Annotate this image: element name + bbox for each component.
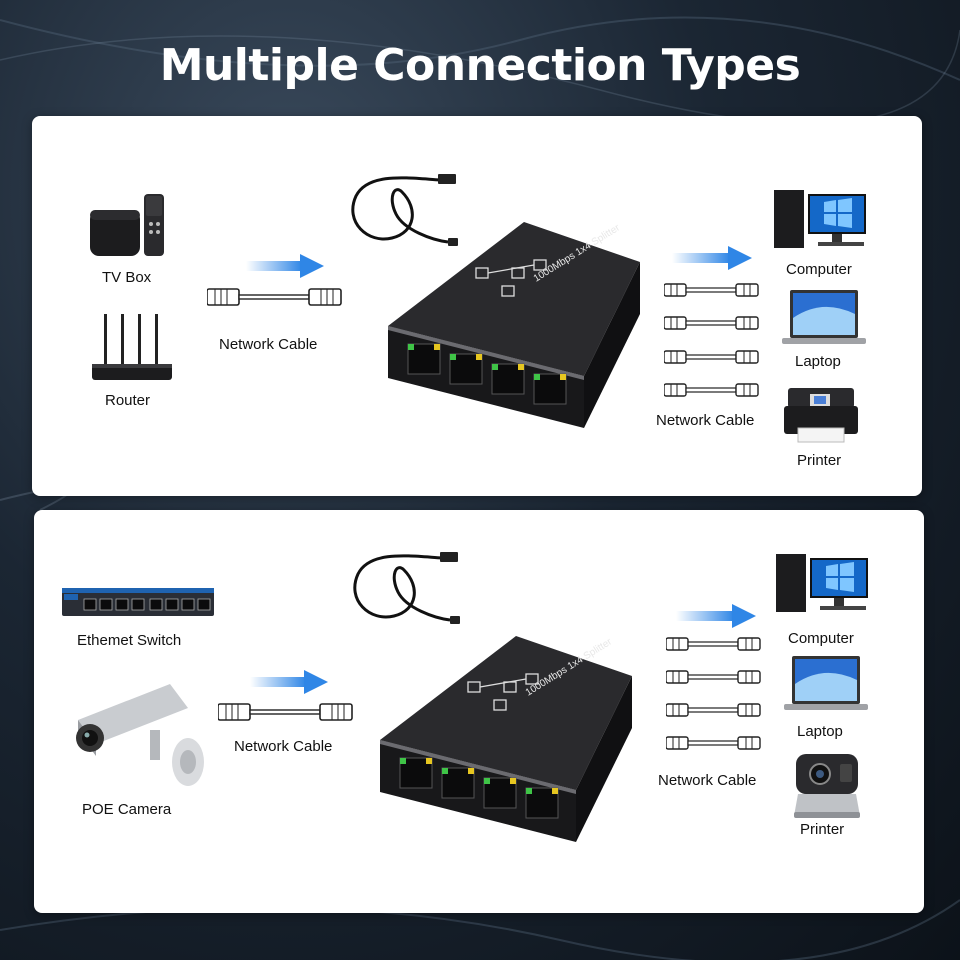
connection-panel-1: TV Box Router Network Cable bbox=[32, 116, 922, 496]
network-cable-icon bbox=[218, 701, 353, 723]
laptop-icon bbox=[782, 288, 866, 350]
network-cable-icon bbox=[207, 286, 342, 308]
page-title: Multiple Connection Types bbox=[159, 40, 801, 91]
arrow-right-icon bbox=[246, 254, 326, 278]
left-device-label-ethernet-switch: Ethemet Switch bbox=[77, 632, 182, 649]
output-cable-label: Network Cable bbox=[656, 412, 755, 429]
usb-power-cable-icon bbox=[348, 168, 458, 250]
printer-icon bbox=[784, 384, 860, 446]
connection-panel-2: Ethemet Switch POE Camera bbox=[34, 510, 924, 913]
network-splitter-device: 1000Mbps 1x4 Splitter bbox=[384, 216, 644, 436]
output-cable-label: Network Cable bbox=[658, 772, 757, 789]
arrow-right-icon bbox=[250, 670, 330, 694]
network-splitter-device: 1000Mbps 1x4 Splitter bbox=[376, 630, 636, 850]
usb-power-cable-icon bbox=[350, 546, 460, 628]
left-device-label-poe-camera: POE Camera bbox=[82, 801, 172, 818]
arrow-right-icon bbox=[676, 604, 758, 628]
left-device-label-tv-box: TV Box bbox=[102, 269, 152, 286]
router-icon bbox=[90, 310, 174, 384]
computer-icon bbox=[774, 188, 870, 250]
tv-box-icon bbox=[88, 190, 172, 260]
output-cable-icon bbox=[664, 282, 760, 398]
projector-icon bbox=[790, 750, 866, 820]
right-device-label-laptop: Laptop bbox=[795, 353, 841, 370]
right-device-label-computer: Computer bbox=[786, 261, 852, 278]
right-device-label-printer: Printer bbox=[797, 452, 842, 469]
ethernet-switch-icon bbox=[62, 584, 216, 620]
output-cable-icon bbox=[666, 636, 762, 752]
right-device-label-computer: Computer bbox=[788, 630, 854, 647]
computer-icon bbox=[776, 552, 872, 614]
input-cable-label: Network Cable bbox=[234, 738, 333, 755]
left-device-label-router: Router bbox=[105, 392, 151, 409]
right-device-label-printer: Printer bbox=[800, 821, 845, 838]
arrow-right-icon bbox=[672, 246, 754, 270]
laptop-icon bbox=[784, 654, 868, 716]
input-cable-label: Network Cable bbox=[219, 336, 318, 353]
poe-camera-icon bbox=[70, 680, 210, 790]
right-device-label-laptop: Laptop bbox=[797, 723, 843, 740]
